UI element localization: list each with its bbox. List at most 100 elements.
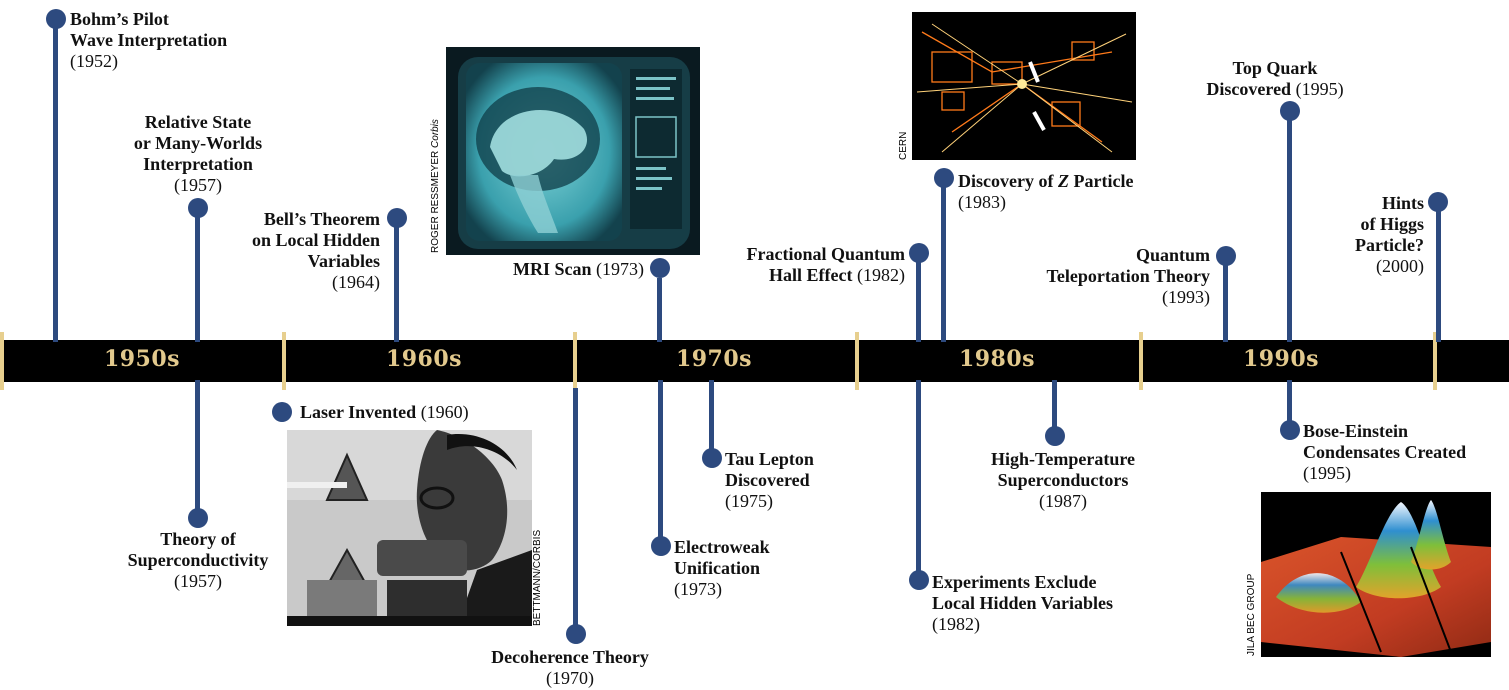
event-mri-label: MRI Scan (1973) [494,259,644,280]
event-title: Electroweak [674,537,770,557]
event-marker-dot [387,208,407,228]
event-title: Bose-Einstein [1303,421,1409,441]
event-hightemp-label: High-Temperature Superconductors (1987) [963,449,1163,512]
event-title: Fractional Quantum [746,244,905,264]
decade-label-1980s: 1980s [958,346,1036,372]
event-year: (1973) [674,579,722,599]
event-stem [916,262,921,342]
event-title: Condensates Created [1303,442,1467,462]
event-stem [658,380,663,546]
event-stem [1052,380,1057,436]
event-tau-label: Tau Lepton Discovered (1975) [725,449,814,512]
event-marker-dot [650,258,670,278]
event-title: Decoherence Theory [491,647,649,667]
event-title: Variables [307,251,380,271]
event-title: Superconductivity [127,550,269,570]
cern-collision-image [912,12,1136,160]
event-marker-dot [1280,420,1300,440]
event-marker-dot [651,536,671,556]
event-stem [53,18,58,342]
event-marker-dot [934,168,954,188]
event-stem [195,380,200,518]
event-title: Relative State [144,112,252,132]
credit-text: ROGER RESSMEYER [430,147,441,253]
event-year: (1987) [1039,491,1087,511]
event-experiments-label: Experiments Exclude Local Hidden Variabl… [932,572,1113,635]
event-title: Bell’s Theorem [263,209,380,229]
event-teleport-label: Quantum Teleportation Theory (1993) [1000,245,1210,308]
event-stem [1223,264,1228,342]
mri-scan-image [446,47,700,255]
photo-credit-laser: BETTMANN/CORBIS [532,529,543,626]
event-fqhe-label: Fractional Quantum Hall Effect (1982) [700,244,905,286]
event-title: on Local Hidden [251,230,380,250]
event-stem [1287,120,1292,342]
event-marker-dot [188,508,208,528]
event-stem [1287,380,1292,432]
event-year: (1952) [70,51,118,71]
event-year: (1982) [857,265,905,285]
event-title: Local Hidden Variables [932,593,1114,613]
event-bohm-label: Bohm’s Pilot Wave Interpretation (1952) [70,9,227,72]
decade-tick [0,332,4,390]
decade-label-1990s: 1990s [1242,346,1320,372]
event-title: Wave Interpretation [70,30,228,50]
event-marker-dot [1216,246,1236,266]
event-year: (1957) [174,571,222,591]
event-manyworlds-label: Relative State or Many-Worlds Interpreta… [98,112,298,196]
event-title: Top Quark [1232,58,1318,78]
event-title: Hints [1381,193,1424,213]
event-marker-dot [909,570,929,590]
event-year: (1960) [420,402,469,422]
decade-tick [1139,332,1143,390]
laser-scientist-image [287,430,532,626]
event-year: (1957) [174,175,222,195]
event-decoherence-label: Decoherence Theory (1970) [470,647,670,689]
event-marker-dot [1280,101,1300,121]
event-topquark-label: Top Quark Discovered (1995) [1180,58,1370,100]
event-marker-dot [566,624,586,644]
event-title: Particle [1068,171,1134,191]
event-stem [657,278,662,342]
event-year: (2000) [1376,256,1424,276]
decade-tick [1433,332,1437,390]
event-title: Particle? [1355,235,1424,255]
decade-band [0,340,1509,382]
event-stem [916,380,921,580]
event-year: (1970) [546,668,594,688]
event-stem [941,187,946,342]
photo-credit-bec: JILA BEC GROUP [1246,573,1257,656]
photo-credit-mri: ROGER RESSMEYER Corbis [430,119,441,253]
photo-credit-cern: CERN [898,131,909,160]
event-stem [195,208,200,342]
decade-label-1970s: 1970s [675,346,753,372]
decade-tick [573,332,577,390]
event-bec-label: Bose-Einstein Condensates Created (1995) [1303,421,1466,484]
event-stem [709,380,714,458]
event-title: Hall Effect [769,265,853,285]
event-year: (1983) [958,192,1006,212]
event-year: (1973) [596,259,644,279]
decade-label-1960s: 1960s [385,346,463,372]
decade-tick [855,332,859,390]
event-marker-dot [1045,426,1065,446]
event-title: Experiments Exclude [932,572,1097,592]
event-title: or Many-Worlds [133,133,263,153]
event-title: Interpretation [143,154,253,174]
event-marker-dot [272,402,292,422]
event-year: (1993) [1162,287,1210,307]
event-title-italic: Z [1057,171,1069,191]
event-title: Theory of [160,529,236,549]
event-stem [573,388,578,628]
credit-text-italic: Corbis [430,119,441,148]
event-year: (1975) [725,491,773,511]
event-title: High-Temperature [991,449,1135,469]
event-title: Bohm’s Pilot [70,9,169,29]
event-marker-dot [188,198,208,218]
event-title: Unification [674,558,761,578]
event-title: MRI Scan [512,259,592,279]
event-electroweak-label: Electroweak Unification (1973) [674,537,770,600]
event-title: Teleportation Theory [1046,266,1210,286]
event-stem [1436,210,1441,342]
event-marker-dot [909,243,929,263]
